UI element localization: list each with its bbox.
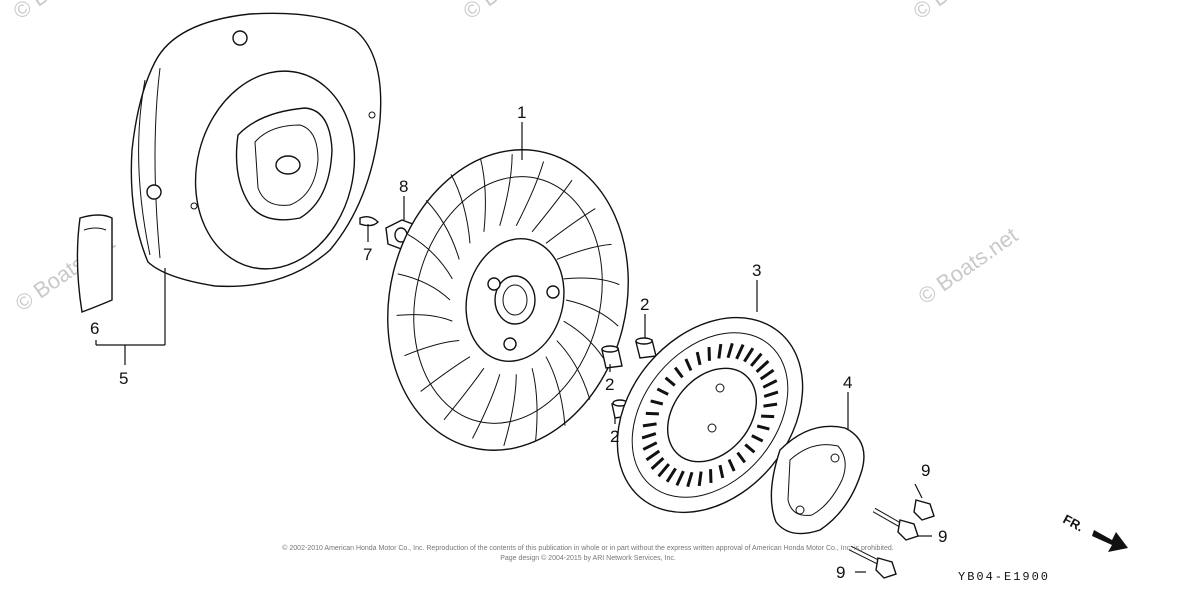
fan-blade	[563, 277, 620, 286]
pulley-slot	[761, 414, 775, 419]
pulley-slot	[664, 376, 676, 387]
fan-blade	[425, 200, 460, 260]
fan-blade	[556, 243, 612, 260]
part-1-cooling-fan[interactable]	[357, 124, 660, 476]
part-4-ratchet[interactable]	[770, 425, 865, 535]
callout-7[interactable]: 7	[363, 245, 372, 264]
part-9-bolt-c[interactable]	[848, 545, 897, 579]
pulley-slot	[695, 351, 702, 366]
pulley-slot	[645, 449, 661, 462]
fan-blade	[556, 340, 591, 400]
pulley-slot	[762, 379, 778, 389]
fan-blade	[472, 374, 501, 439]
pulley-slot	[675, 470, 685, 486]
pulley-slot	[641, 432, 657, 440]
fan-blade	[531, 179, 573, 233]
direction-label: FR.	[1061, 511, 1087, 534]
fan-blade	[499, 154, 513, 226]
fan-blade	[545, 208, 596, 244]
part-9-bolt-b[interactable]	[872, 507, 919, 541]
copyright-line-2: Page design © 2004-2015 by ARI Network S…	[500, 554, 676, 562]
pulley-slot	[717, 343, 723, 359]
pulley-slot	[726, 342, 734, 359]
callout-2-low[interactable]: 2	[610, 427, 619, 446]
watermark-right: © Boats.net	[914, 222, 1023, 309]
fan-blade	[503, 374, 517, 447]
watermark-top-3: © Boats.net	[909, 0, 1018, 24]
pulley-slot	[756, 424, 770, 431]
pulley-slot	[673, 366, 684, 379]
pulley-slot	[751, 434, 764, 443]
leader-lines	[95, 122, 932, 573]
pulley-slot	[718, 464, 725, 479]
pulley-slot	[749, 352, 763, 367]
fan-blade	[407, 234, 453, 280]
callouts: 1 8 7 2 2 2 3 4 9 9 9 6 5	[90, 103, 947, 582]
callout-9-c[interactable]: 9	[836, 563, 845, 582]
fan-blade	[531, 368, 538, 442]
part-5-rotor[interactable]	[130, 12, 382, 288]
callout-1[interactable]: 1	[517, 103, 526, 122]
fan-blade	[443, 367, 485, 421]
callout-4[interactable]: 4	[843, 373, 852, 392]
pulley-slot	[755, 360, 770, 373]
copyright-line-1: © 2002-2010 American Honda Motor Co., In…	[282, 544, 893, 552]
fan-blade	[404, 340, 460, 357]
pulley-slot	[642, 422, 657, 428]
pulley-slots	[641, 342, 779, 488]
pulley-slot	[686, 471, 694, 488]
fan-blade	[396, 314, 453, 322]
part-7-key[interactable]	[359, 215, 379, 227]
pulley-slot	[759, 368, 775, 381]
fan-blade	[479, 158, 486, 232]
fan-blade	[420, 356, 471, 392]
pulley-slot	[657, 463, 671, 478]
pulley-slot	[727, 458, 736, 472]
fan-blade	[565, 299, 619, 327]
part-9-bolt-a[interactable]	[887, 488, 935, 521]
callout-9-b[interactable]: 9	[938, 527, 947, 546]
pulley-slot	[684, 358, 693, 372]
part-2-collar-a[interactable]	[635, 337, 657, 359]
pulley-slot	[642, 441, 658, 451]
pulley-slot	[656, 387, 669, 396]
callout-9-a[interactable]: 9	[921, 461, 930, 480]
callout-8[interactable]: 8	[399, 177, 408, 196]
callout-6[interactable]: 6	[90, 319, 99, 338]
diagram-code: YB04-E1900	[958, 570, 1050, 584]
pulley-slot	[650, 399, 664, 406]
callout-2-mid[interactable]: 2	[605, 375, 614, 394]
front-direction-indicator: FR.	[1061, 511, 1128, 552]
fan-blade	[450, 174, 471, 244]
pulley-slot	[697, 471, 703, 487]
pulley-slot	[763, 390, 779, 398]
pulley-slot	[665, 467, 677, 483]
pulley-slot	[645, 411, 659, 416]
part-6-plate[interactable]	[76, 214, 113, 313]
callout-2-top[interactable]: 2	[640, 295, 649, 314]
watermark-top-2: © Boats.net	[459, 0, 568, 24]
fan-blade	[545, 356, 566, 426]
watermark-top-1: © Boats.net	[9, 0, 118, 24]
fan-blades	[396, 154, 620, 447]
pulley-slot	[650, 457, 665, 470]
direction-arrow-icon	[1092, 530, 1128, 552]
fan-blade	[397, 273, 451, 301]
part-2-collar-b[interactable]	[601, 345, 623, 369]
fan-blade	[515, 161, 545, 226]
pulley-slot	[736, 451, 747, 464]
callout-5[interactable]: 5	[119, 369, 128, 388]
pulley-slot	[744, 443, 756, 454]
pulley-slot	[743, 347, 755, 363]
pulley-slot	[735, 344, 745, 360]
part-3-starter-pulley[interactable]	[579, 281, 840, 549]
pulley-slot	[763, 402, 778, 408]
callout-3[interactable]: 3	[752, 261, 761, 280]
